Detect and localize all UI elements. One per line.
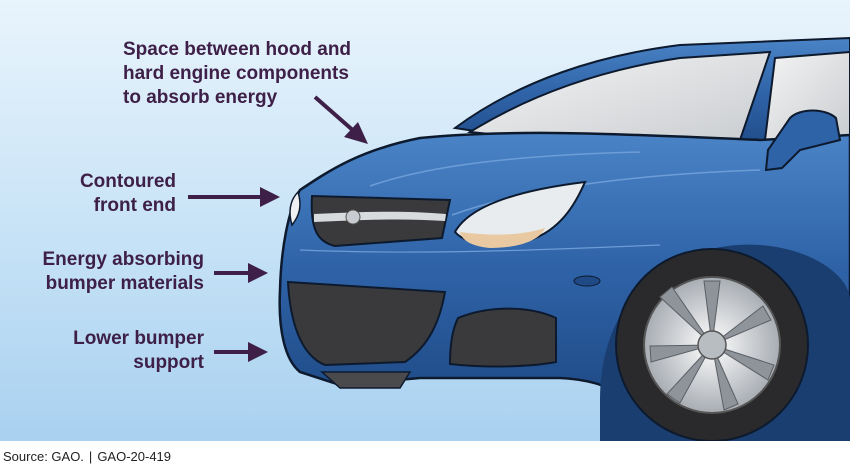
wheel-spokes	[649, 280, 775, 411]
callout-lower-support: Lower bumper support	[73, 328, 204, 373]
upper-grille	[310, 194, 452, 248]
source-text: Source: GAO.	[3, 449, 84, 464]
callout-bumper-materials: Energy absorbing bumper materials	[42, 249, 204, 294]
callout-arrows	[188, 95, 368, 362]
report-number: GAO-20-419	[97, 449, 172, 464]
arrow-contoured	[188, 187, 280, 207]
emblem	[345, 209, 361, 225]
side-mirror	[764, 109, 842, 172]
lower-support	[320, 371, 412, 389]
diagram-panel: Space between hood and hard engine compo…	[0, 0, 850, 441]
callout-hood-space: Space between hood and hard engine compo…	[123, 39, 352, 108]
arrow-lower-support	[214, 342, 268, 362]
fog-light-housing	[448, 307, 557, 368]
lower-grille	[286, 280, 447, 367]
separator: |	[88, 449, 93, 464]
arrow-bumper	[214, 263, 268, 283]
windshield	[466, 50, 772, 147]
car-illustration	[278, 36, 850, 441]
arrow-hood	[313, 95, 368, 144]
source-note: Source: GAO. | GAO-20-419	[3, 449, 171, 464]
callout-contoured-front: Contoured front end	[79, 171, 176, 216]
